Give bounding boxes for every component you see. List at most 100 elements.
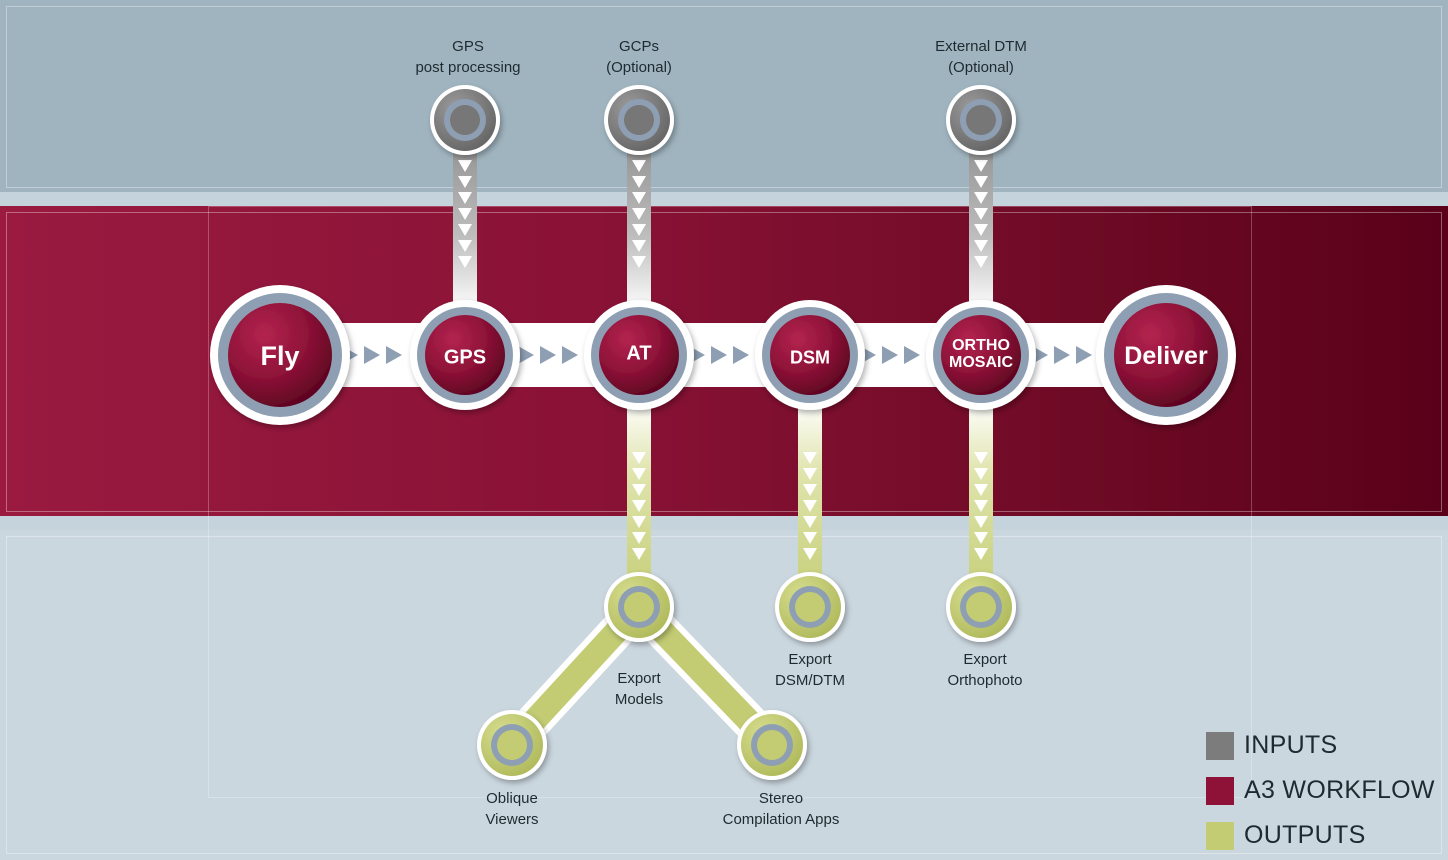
pipe-arrow-dsm bbox=[803, 500, 817, 512]
pipe-arrow-external-dtm bbox=[974, 208, 988, 220]
legend-swatch-workflow bbox=[1206, 776, 1234, 805]
input-label-line2: (Optional) bbox=[606, 59, 672, 76]
input-label-line1: GCPs bbox=[618, 38, 660, 55]
pipe-arrow-dsm bbox=[803, 468, 817, 480]
pipe-arrow-ortho bbox=[974, 516, 988, 528]
legend-label-workflow: A3 WORKFLOW bbox=[1244, 776, 1435, 804]
inputs-band bbox=[0, 0, 1448, 192]
workflow-node-label-fly: Fly bbox=[260, 340, 300, 371]
pipe-arrow-external-dtm bbox=[974, 176, 988, 188]
output-label-line2: Compilation Apps bbox=[722, 811, 840, 828]
pipe-arrow-models bbox=[632, 468, 646, 480]
output-node-dsm bbox=[775, 572, 845, 642]
pipe-arrow-gps bbox=[458, 160, 472, 172]
pipe-arrow-ortho bbox=[974, 532, 988, 544]
input-label-external-dtm: External DTM (Optional) bbox=[935, 36, 1027, 78]
input-label-line1: External DTM bbox=[935, 38, 1027, 55]
track-arrows-2 bbox=[518, 346, 578, 364]
output-node-stereo bbox=[737, 710, 807, 780]
pipe-arrow-ortho bbox=[974, 500, 988, 512]
input-label-line2: (Optional) bbox=[948, 59, 1014, 76]
pipe-arrow-external-dtm bbox=[974, 160, 988, 172]
pipe-arrow-models bbox=[632, 452, 646, 464]
pipe-arrow-external-dtm bbox=[974, 256, 988, 268]
pipe-arrow-gcps bbox=[632, 240, 646, 252]
pipe-arrow-gcps bbox=[632, 192, 646, 204]
pipe-arrow-external-dtm bbox=[974, 224, 988, 236]
pipe-arrow-ortho bbox=[974, 452, 988, 464]
workflow-node-fly bbox=[210, 285, 350, 425]
pipe-arrow-models bbox=[632, 532, 646, 544]
output-label-line2: DSM/DTM bbox=[775, 672, 845, 689]
workflow-node-label-dsm: DSM bbox=[790, 347, 830, 368]
legend-swatch-inputs bbox=[1206, 731, 1234, 760]
input-node-external-dtm bbox=[946, 85, 1016, 155]
workflow-node-dsm bbox=[755, 300, 865, 410]
pipe-arrow-gps bbox=[458, 208, 472, 220]
pipe-arrow-gcps bbox=[632, 208, 646, 220]
workflow-node-label-at: AT bbox=[626, 342, 652, 365]
legend-label-inputs: INPUTS bbox=[1244, 731, 1338, 759]
output-label-line1: Export bbox=[617, 670, 661, 687]
output-label-line2: Models bbox=[614, 691, 664, 708]
legend-item-outputs: OUTPUTS bbox=[1206, 821, 1366, 850]
input-node-gcps bbox=[604, 85, 674, 155]
track-arrows-5 bbox=[1032, 346, 1092, 364]
output-node-models bbox=[604, 572, 674, 642]
output-node-ortho bbox=[946, 572, 1016, 642]
output-label-line1: Export bbox=[963, 651, 1007, 668]
pipe-arrow-gcps bbox=[632, 176, 646, 188]
input-label-gcps: GCPs (Optional) bbox=[606, 36, 672, 78]
band-separator bbox=[0, 516, 1448, 530]
pipe-arrow-dsm bbox=[803, 484, 817, 496]
output-label-export-dsm-dtm: Export DSM/DTM bbox=[775, 649, 845, 691]
input-label-gps-post: GPS post processing bbox=[415, 36, 520, 78]
workflow-node-label-deliver: Deliver bbox=[1124, 341, 1208, 370]
output-label-line2: Orthophoto bbox=[947, 672, 1023, 689]
band-separator bbox=[0, 192, 1448, 206]
pipe-arrow-gcps bbox=[632, 160, 646, 172]
legend-swatch-outputs bbox=[1206, 821, 1234, 850]
input-node-gps bbox=[430, 85, 500, 155]
pipe-arrow-external-dtm bbox=[974, 240, 988, 252]
output-node-oblique bbox=[477, 710, 547, 780]
workflow-node-label-ortho: ORTHO MOSAIC bbox=[949, 337, 1013, 372]
pipe-arrow-models bbox=[632, 516, 646, 528]
pipe-arrow-gcps bbox=[632, 256, 646, 268]
input-label-line2: post processing bbox=[415, 59, 521, 76]
pipe-arrow-models bbox=[632, 484, 646, 496]
pipe-arrow-gps bbox=[458, 192, 472, 204]
output-label-line1: Oblique bbox=[486, 790, 538, 807]
pipe-arrow-models bbox=[632, 500, 646, 512]
pipe-arrow-gps bbox=[458, 256, 472, 268]
output-label-export-orthophoto: Export Orthophoto bbox=[947, 649, 1022, 691]
pipe-arrow-external-dtm bbox=[974, 192, 988, 204]
workflow-node-at bbox=[584, 300, 694, 410]
input-label-line1: GPS bbox=[452, 38, 484, 55]
output-label-line1: Export bbox=[788, 651, 832, 668]
pipe-arrows bbox=[458, 160, 988, 560]
pipe-arrow-dsm bbox=[803, 516, 817, 528]
pipe-arrow-ortho bbox=[974, 468, 988, 480]
legend-item-workflow: A3 WORKFLOW bbox=[1206, 776, 1435, 805]
pipe-arrow-dsm bbox=[803, 452, 817, 464]
workflow-node-ortho bbox=[926, 300, 1036, 410]
legend-item-inputs: INPUTS bbox=[1206, 731, 1337, 760]
pipe-arrow-dsm bbox=[803, 548, 817, 560]
pipe-arrow-gps bbox=[458, 224, 472, 236]
workflow-node-label-gps: GPS bbox=[443, 346, 487, 369]
pipe-arrow-ortho bbox=[974, 484, 988, 496]
workflow-node-deliver bbox=[1096, 285, 1236, 425]
pipe-arrow-gcps bbox=[632, 224, 646, 236]
output-label-line2: Viewers bbox=[485, 811, 539, 828]
ortho-label-line2: MOSAIC bbox=[949, 354, 1013, 371]
output-label-stereo-compilation: Stereo Compilation Apps bbox=[723, 788, 840, 830]
pipe-arrow-gps bbox=[458, 176, 472, 188]
pipe-arrow-gps bbox=[458, 240, 472, 252]
pipe-arrow-dsm bbox=[803, 532, 817, 544]
ortho-label-line1: ORTHO bbox=[952, 337, 1010, 355]
pipe-arrow-ortho bbox=[974, 548, 988, 560]
workflow-node-gps bbox=[410, 300, 520, 410]
